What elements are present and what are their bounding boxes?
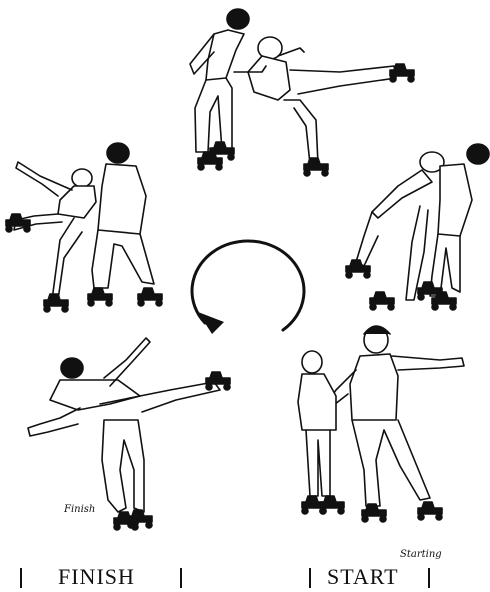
divider-tick — [20, 568, 22, 588]
divider-tick — [428, 568, 430, 588]
divider-tick — [180, 568, 182, 588]
rotation-arrow — [192, 241, 304, 334]
couple-right — [346, 144, 489, 310]
start-heading-cropped: START — [327, 566, 399, 588]
finish-label: Finish — [64, 504, 95, 515]
starting-label: Starting — [400, 549, 442, 560]
couple-left — [6, 143, 162, 312]
couple-finish — [28, 338, 230, 530]
finish-heading-cropped: FINISH — [58, 566, 135, 588]
couple-top — [190, 9, 414, 176]
divider-tick — [309, 568, 311, 588]
couple-start — [298, 326, 464, 522]
